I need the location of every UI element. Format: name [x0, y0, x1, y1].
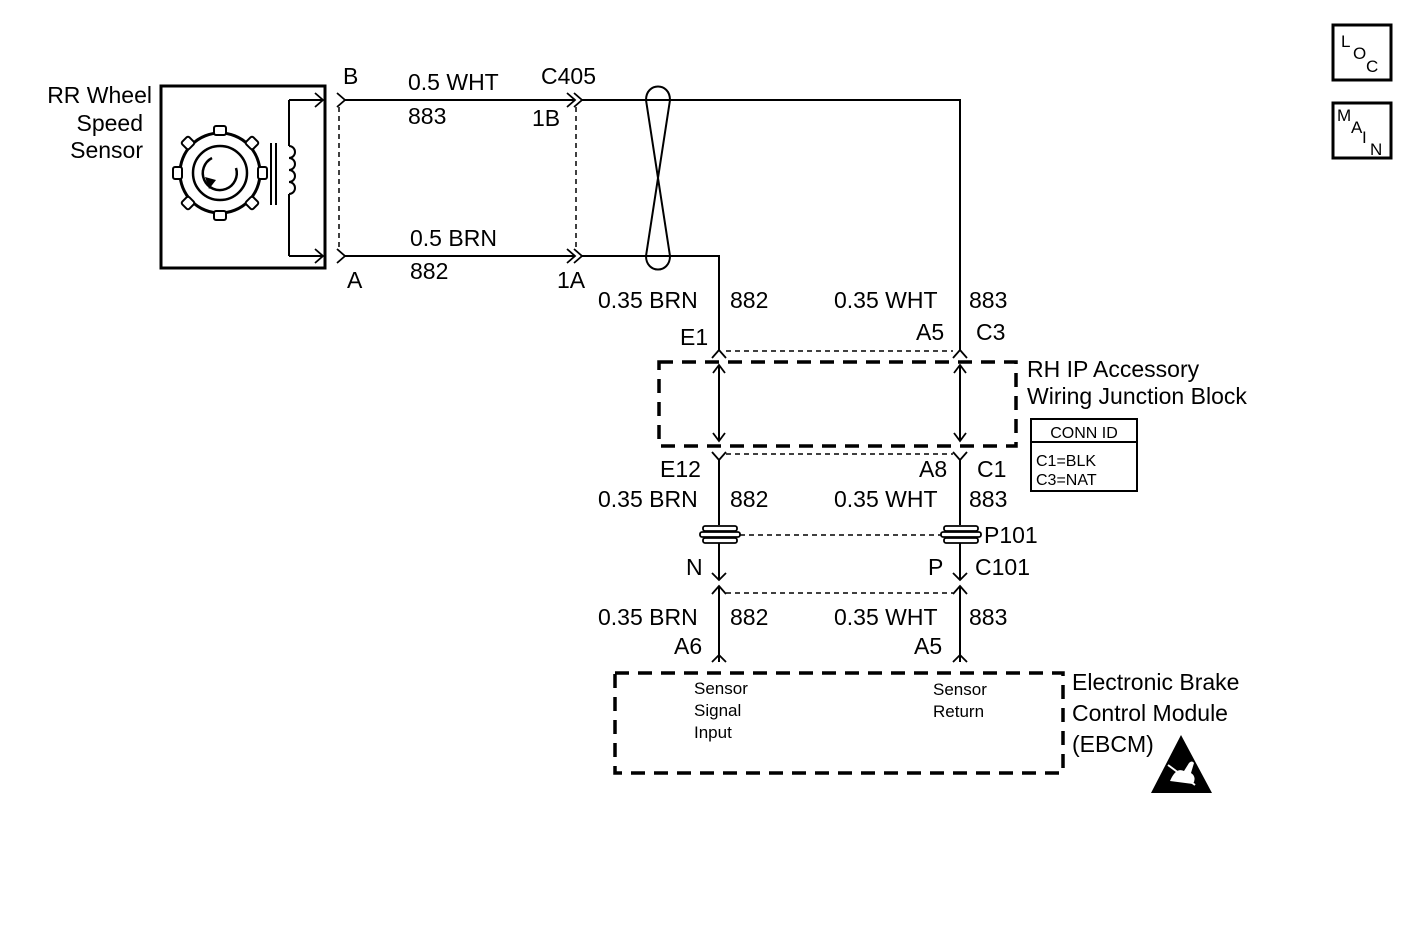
c405-pin-1a: 1A [557, 267, 586, 293]
main-letter-m: M [1337, 106, 1351, 125]
c101-label: C101 [975, 554, 1030, 580]
main-button[interactable]: M A I N [1331, 101, 1393, 160]
esd-warning-icon [1151, 735, 1212, 793]
wheel-speed-sensor: RR Wheel Speed Sensor [47, 82, 327, 270]
c405-label: C405 [541, 63, 596, 89]
wire-882-gauge: 0.5 BRN [410, 225, 497, 251]
sensor-return-line-1: Sensor [933, 680, 987, 699]
ebcm-module: Sensor Signal Input Sensor Return Electr… [613, 669, 1239, 775]
signal-input-line-3: Input [694, 723, 732, 742]
p101-label: P101 [984, 522, 1038, 548]
sensor-name-line-1: RR Wheel [47, 82, 152, 108]
mid-wire-882-gauge: 0.35 BRN [598, 287, 698, 313]
main-letter-a: A [1351, 118, 1363, 137]
signal-input-line-2: Signal [694, 701, 741, 720]
lower-wire-883-circuit: 883 [969, 486, 1007, 512]
loc-letter-o: O [1353, 44, 1366, 63]
ebcm-wire-882-circuit: 882 [730, 604, 768, 630]
jb-pin-e1: E1 [680, 324, 708, 350]
jb-conn-c1: C1 [977, 456, 1006, 482]
c405-pin-1b: 1B [532, 105, 560, 131]
twisted-pair-icon [644, 85, 672, 271]
conn-id-table: CONN ID C1=BLK C3=NAT [1030, 418, 1138, 492]
sensor-pin-b: B [343, 63, 358, 89]
mid-wire-882-circuit: 882 [730, 287, 768, 313]
conn-id-header: CONN ID [1050, 425, 1118, 442]
ebcm-name-line-1: Electronic Brake [1072, 669, 1239, 695]
ebcm-pin-a5: A5 [914, 633, 942, 659]
jb-name-line-2: Wiring Junction Block [1027, 383, 1247, 409]
jb-name-line-1: RH IP Accessory [1027, 356, 1200, 382]
junction-block: RH IP Accessory Wiring Junction Block [657, 356, 1247, 448]
jb-pin-a8: A8 [919, 456, 947, 482]
lower-wire-882-gauge: 0.35 BRN [598, 486, 698, 512]
reluctor-wheel-icon [172, 125, 268, 221]
loc-letter-c: C [1366, 57, 1378, 76]
conn-id-row-1: C1=BLK [1036, 453, 1096, 470]
ebcm-wire-883-gauge: 0.35 WHT [834, 604, 938, 630]
jb-pin-e12: E12 [660, 456, 701, 482]
ebcm-name-line-2: Control Module [1072, 700, 1228, 726]
c101-pin-p: P [928, 554, 943, 580]
mid-wire-883-gauge: 0.35 WHT [834, 287, 938, 313]
wire-883-circuit: 883 [408, 103, 446, 129]
ebcm-name-line-3: (EBCM) [1072, 731, 1154, 757]
conn-id-row-2: C3=NAT [1036, 472, 1097, 489]
sensor-return-line-2: Return [933, 702, 984, 721]
sensor-name-line-2: Speed [76, 110, 143, 136]
c101-pin-n: N [686, 554, 703, 580]
loc-button[interactable]: L O C [1331, 23, 1393, 82]
p101-passthrough [699, 525, 982, 544]
lower-wire-883-gauge: 0.35 WHT [834, 486, 938, 512]
jb-conn-c3: C3 [976, 319, 1005, 345]
lower-wire-882-circuit: 882 [730, 486, 768, 512]
main-letter-i: I [1362, 128, 1367, 147]
ebcm-wire-882-gauge: 0.35 BRN [598, 604, 698, 630]
sensor-pin-a: A [347, 267, 363, 293]
wire-882-circuit: 882 [410, 258, 448, 284]
loc-letter-l: L [1341, 32, 1350, 51]
ebcm-pin-a6: A6 [674, 633, 702, 659]
jb-pin-a5: A5 [916, 319, 944, 345]
sensor-name-line-3: Sensor [70, 137, 143, 163]
signal-input-line-1: Sensor [694, 679, 748, 698]
ebcm-wire-883-circuit: 883 [969, 604, 1007, 630]
wire-883-gauge: 0.5 WHT [408, 69, 499, 95]
main-letter-n: N [1370, 140, 1382, 159]
mid-wire-883-circuit: 883 [969, 287, 1007, 313]
